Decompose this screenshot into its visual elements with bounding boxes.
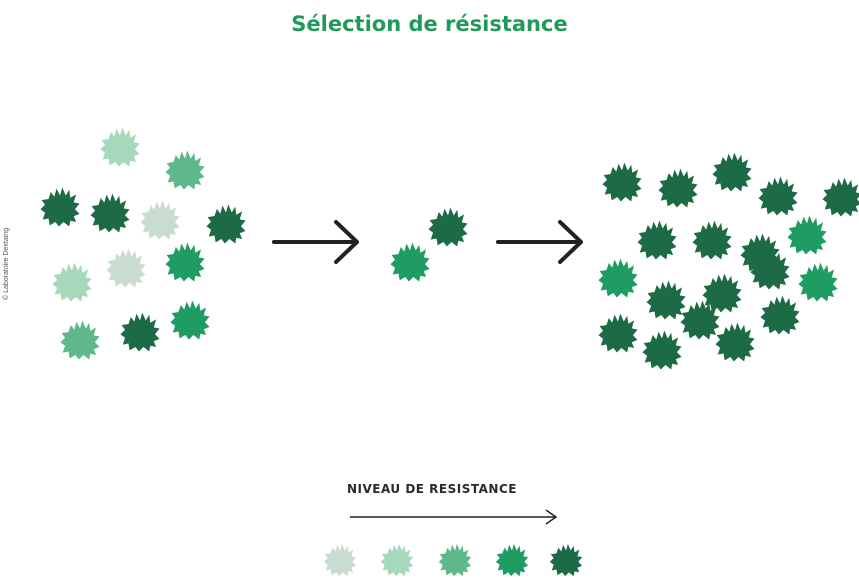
legend-swatch-level-5	[549, 543, 583, 577]
plant-offspring-3	[712, 152, 752, 192]
plant-initial-6	[206, 204, 246, 244]
plant-offspring-6	[637, 220, 677, 260]
plant-offspring-17	[715, 322, 755, 362]
plant-offspring-14	[760, 295, 800, 335]
legend-swatch-level-1	[323, 543, 357, 577]
plant-initial-7	[52, 262, 92, 302]
plant-offspring-9	[787, 215, 827, 255]
plant-offspring-1	[602, 162, 642, 202]
plant-offspring-4	[758, 176, 798, 216]
legend-arrow	[350, 509, 558, 525]
plant-initial-12	[60, 320, 100, 360]
offspring-population	[598, 152, 859, 370]
plant-initial-11	[120, 312, 160, 352]
surviving-population	[390, 207, 468, 282]
plant-survivor-2	[390, 242, 430, 282]
legend-label: NIVEAU DE RESISTANCE	[347, 482, 517, 496]
initial-population	[40, 127, 246, 360]
plant-initial-9	[165, 242, 205, 282]
legend-swatch-level-4	[495, 543, 529, 577]
legend-swatch-level-3	[438, 543, 472, 577]
plant-offspring-10	[598, 258, 638, 298]
plant-initial-2	[165, 150, 205, 190]
plant-initial-1	[100, 127, 140, 167]
plant-initial-4	[90, 193, 130, 233]
plant-survivor-1	[428, 207, 468, 247]
plant-initial-5	[140, 200, 180, 240]
plant-offspring-12	[646, 280, 686, 320]
plant-offspring-2	[658, 168, 698, 208]
plant-initial-10	[170, 300, 210, 340]
plant-initial-8	[106, 248, 146, 288]
plant-offspring-15	[598, 313, 638, 353]
arrow-selection	[272, 220, 359, 264]
plant-offspring-5	[822, 177, 859, 217]
plant-offspring-16	[642, 330, 682, 370]
diagram-title: Sélection de résistance	[291, 12, 568, 36]
plant-offspring-13	[798, 262, 838, 302]
plant-initial-3	[40, 187, 80, 227]
plant-offspring-7	[692, 220, 732, 260]
arrow-reproduction	[496, 220, 583, 264]
legend-swatch-level-2	[380, 543, 414, 577]
legend-swatches	[323, 543, 583, 577]
